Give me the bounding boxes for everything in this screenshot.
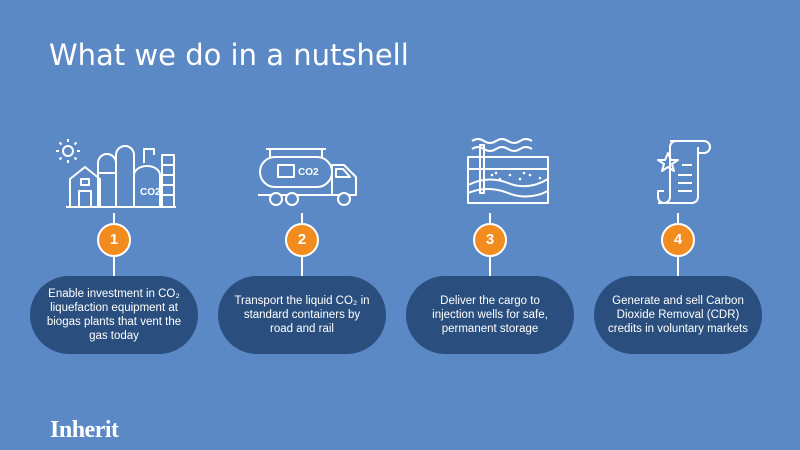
step-description: Generate and sell Carbon Dioxide Removal… — [594, 276, 762, 354]
step-description: Transport the liquid CO₂ in standard con… — [218, 276, 386, 354]
step-text: Transport the liquid CO₂ in standard con… — [234, 295, 370, 335]
step-2: CO2 2 Transport the liquid CO₂ in standa… — [218, 135, 386, 355]
certificate-scroll-icon — [657, 140, 711, 204]
step-description: Deliver the cargo to injection wells for… — [406, 276, 574, 354]
step-4: 4 Generate and sell Carbon Dioxide Remov… — [594, 135, 762, 355]
connector-line — [489, 257, 491, 277]
step-number-badge: 2 — [285, 223, 319, 257]
injection-well-icon — [467, 138, 549, 204]
step-text: Enable investment in CO₂ liquefaction eq… — [46, 288, 182, 342]
co2-label: CO2 — [298, 167, 319, 178]
step-number-badge: 4 — [661, 223, 695, 257]
connector-line — [677, 257, 679, 277]
company-logo: Inherit — [50, 417, 119, 443]
step-3: 3 Deliver the cargo to injection wells f… — [406, 135, 574, 355]
step-1: CO2 1 Enable investment in CO₂ liquefact… — [30, 135, 198, 355]
connector-line — [113, 257, 115, 277]
connector-stem — [301, 213, 303, 223]
co2-tanker-truck-icon: CO2 — [258, 148, 357, 206]
co2-label: CO2 — [140, 187, 161, 198]
step-number-badge: 3 — [473, 223, 507, 257]
connector-stem — [113, 213, 115, 223]
biogas-plant-icon: CO2 — [56, 139, 176, 208]
step-number-badge: 1 — [97, 223, 131, 257]
connector-line — [301, 257, 303, 277]
slide-title: What we do in a nutshell — [49, 38, 409, 72]
step-text: Deliver the cargo to injection wells for… — [432, 295, 548, 335]
connector-stem — [489, 213, 491, 223]
connector-stem — [677, 213, 679, 223]
step-description: Enable investment in CO₂ liquefaction eq… — [30, 276, 198, 354]
step-text: Generate and sell Carbon Dioxide Removal… — [608, 295, 748, 335]
